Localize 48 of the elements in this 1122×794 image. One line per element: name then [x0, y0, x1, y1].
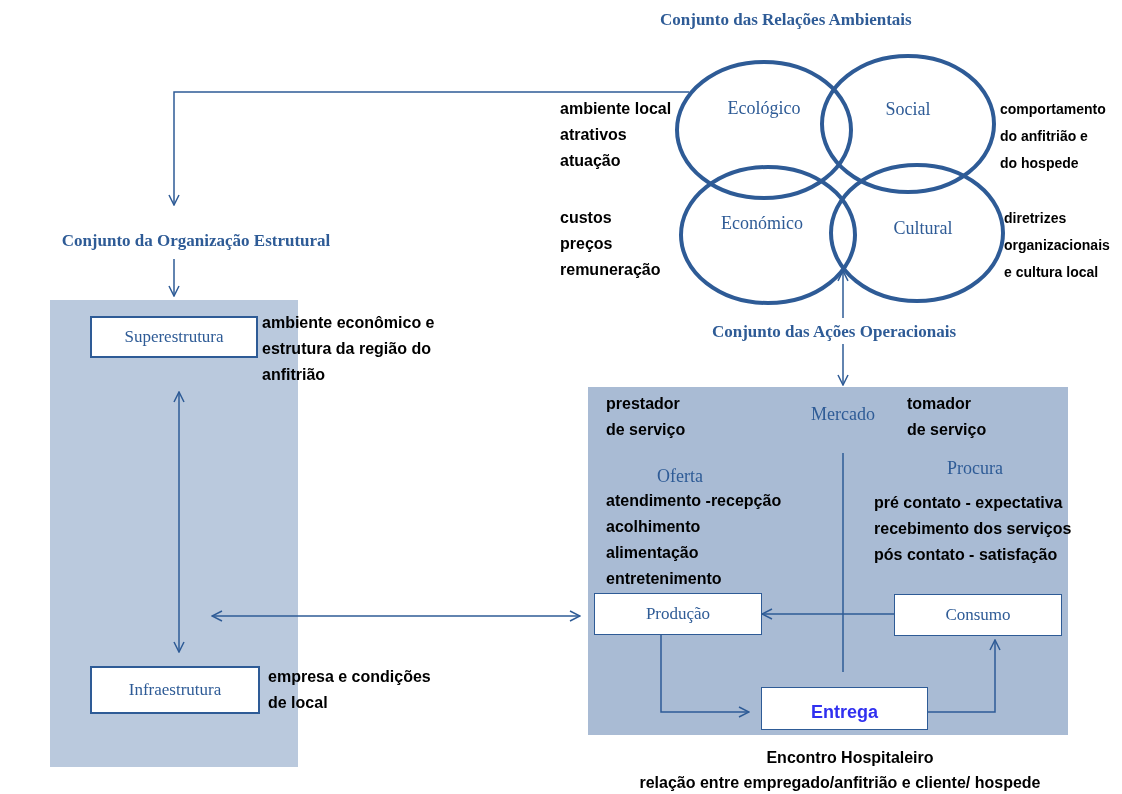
annotation-text: comportamento do anfitrião e do hospede [1000, 100, 1106, 173]
process-box: Produção [594, 593, 762, 635]
annotation-text: atuação [560, 151, 622, 171]
annotation-text: atendimento -recepção [606, 491, 783, 511]
arrow [168, 91, 690, 206]
arrow [761, 608, 895, 620]
arrow [927, 639, 1001, 713]
annotation-text: diretrizes organizacionais e cultura local [1004, 209, 1111, 282]
annotation-text: recebimento dos serviços [874, 519, 1073, 539]
section-label: Mercado [810, 404, 876, 425]
arrow [837, 343, 849, 386]
section-heading: Conjunto das Relações Ambientais [660, 10, 913, 30]
process-box: Consumo [894, 594, 1062, 636]
section-heading: Conjunto da Organização Estrutural [10, 231, 382, 253]
annotation-text: acolhimento [606, 517, 702, 537]
annotation-text: preços [560, 234, 614, 254]
annotation-text: remuneração [560, 260, 662, 280]
section-heading: Conjunto das Ações Operacionais [668, 322, 1000, 344]
process-box: Superestrutura [90, 316, 258, 358]
annotation-text: prestador de serviço [606, 394, 687, 440]
process-box: Entrega [761, 687, 928, 730]
arrow [173, 391, 185, 653]
circle [820, 54, 996, 194]
circle [679, 165, 857, 305]
annotation-text: empresa e condições de local [268, 667, 432, 713]
annotation-text: entretenimento [606, 569, 723, 589]
annotation-text: atrativos [560, 125, 628, 145]
annotation-text: Encontro Hospitaleiro [765, 748, 935, 768]
circle-label: Cultural [892, 218, 954, 239]
circle-label: Ecológico [726, 98, 802, 119]
arrow [168, 258, 180, 297]
circle [675, 60, 853, 200]
annotation-text: ambiente local [560, 99, 673, 119]
arrow [837, 270, 849, 319]
circle-label: Social [884, 99, 932, 120]
circle-label: Económico [720, 213, 804, 234]
section-label: Procura [946, 458, 1004, 479]
annotation-text: custos [560, 208, 613, 228]
annotation-text: pré contato - expectativa [874, 493, 1064, 513]
section-label: Oferta [656, 466, 704, 487]
process-box: Infraestrutura [90, 666, 260, 714]
annotation-text: ambiente econômico e estrutura da região do anfitrião [262, 313, 436, 385]
arrow [211, 610, 581, 622]
annotation-text: pós contato - satisfação [874, 545, 1059, 565]
annotation-text: tomador de serviço [907, 394, 988, 440]
annotation-text: alimentação [606, 543, 700, 563]
annotation-text: relação entre empregado/anfitrião e cliente/ hospede [638, 773, 1042, 793]
arrow [660, 634, 750, 718]
